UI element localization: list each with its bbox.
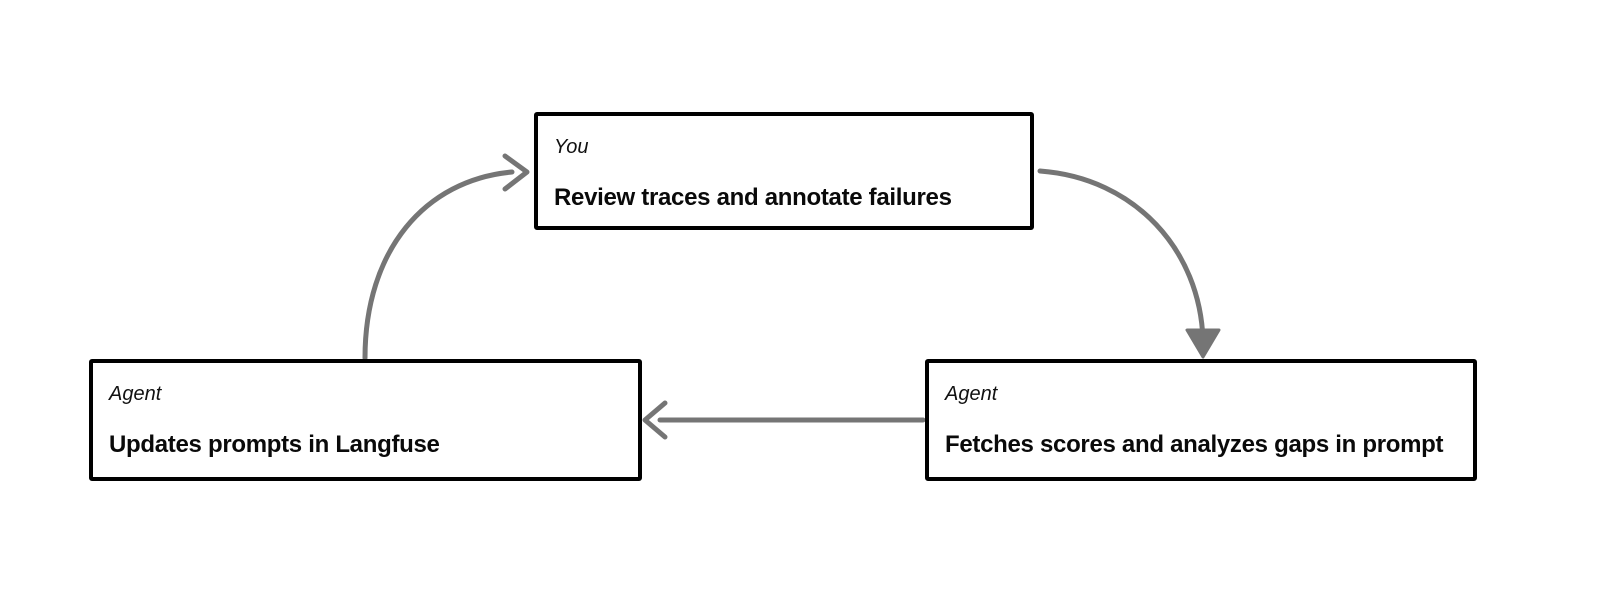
edge-updates-to-you [362,153,530,361]
node-agent-fetches-scores-role: Agent [945,383,998,405]
node-you-title: Review traces and annotate failures [554,184,952,211]
edge-you-to-fetches [1037,168,1221,359]
node-you[interactable]: You Review traces and annotate failures [534,112,1034,230]
node-agent-fetches-scores-title: Fetches scores and analyzes gaps in prom… [945,431,1444,458]
node-you-role: You [554,136,589,158]
node-agent-updates-prompts-title: Updates prompts in Langfuse [109,431,440,458]
node-agent-updates-prompts-role: Agent [109,383,162,405]
node-agent-fetches-scores[interactable]: Agent Fetches scores and analyzes gaps i… [925,359,1477,481]
node-agent-updates-prompts[interactable]: Agent Updates prompts in Langfuse [89,359,642,481]
edge-fetches-to-updates [642,400,926,440]
